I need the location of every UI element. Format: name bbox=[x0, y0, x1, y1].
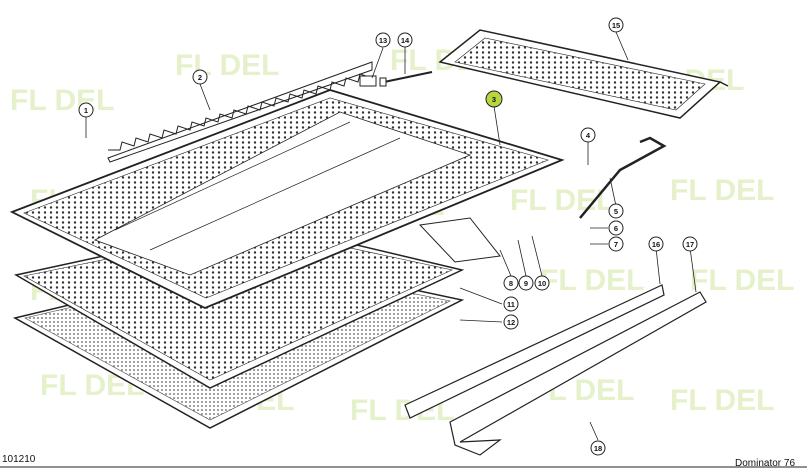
bracket-and-bolt bbox=[359, 71, 433, 87]
svg-text:1: 1 bbox=[84, 106, 88, 115]
callout-6: 6 bbox=[608, 220, 624, 236]
callout-15: 15 bbox=[608, 17, 624, 33]
side-rail-17 bbox=[449, 291, 707, 456]
callout-18: 18 bbox=[590, 440, 606, 456]
watermark: FL DEL bbox=[670, 384, 774, 417]
svg-text:6: 6 bbox=[614, 224, 618, 233]
diagram-code: 101210 bbox=[2, 454, 36, 465]
watermark: FL DEL bbox=[10, 84, 114, 117]
svg-text:15: 15 bbox=[612, 21, 620, 30]
svg-text:14: 14 bbox=[401, 36, 410, 45]
svg-text:9: 9 bbox=[524, 279, 528, 288]
svg-text:7: 7 bbox=[614, 240, 618, 249]
saw-blade-strip bbox=[107, 61, 373, 163]
svg-text:13: 13 bbox=[379, 36, 387, 45]
callout-9: 9 bbox=[518, 275, 534, 291]
svg-text:4: 4 bbox=[586, 131, 591, 140]
callout-12: 12 bbox=[503, 314, 519, 330]
callout-11: 11 bbox=[503, 296, 519, 312]
side-rail-16 bbox=[404, 284, 665, 419]
callout-2: 2 bbox=[192, 69, 208, 85]
callout-8: 8 bbox=[503, 275, 519, 291]
chaff-grate bbox=[438, 29, 729, 119]
callout-13: 13 bbox=[375, 32, 391, 48]
svg-text:3: 3 bbox=[492, 95, 496, 104]
callout-17: 17 bbox=[682, 236, 698, 252]
leader-lines bbox=[85, 31, 697, 441]
svg-text:2: 2 bbox=[198, 73, 202, 82]
watermark: FL DEL bbox=[690, 264, 794, 297]
watermark: FL DEL bbox=[670, 174, 774, 207]
svg-text:18: 18 bbox=[594, 444, 602, 453]
callout-4: 4 bbox=[580, 127, 596, 143]
callout-1: 1 bbox=[78, 102, 94, 118]
callout-5: 5 bbox=[608, 203, 624, 219]
callouts: 1 2 3 4 5 6 7 8 9 10 11 12 13 14 15 16 1… bbox=[78, 17, 698, 456]
svg-text:5: 5 bbox=[614, 207, 618, 216]
deflector-plate bbox=[418, 217, 501, 263]
callout-3: 3 bbox=[485, 90, 503, 108]
svg-text:10: 10 bbox=[538, 279, 546, 288]
callout-7: 7 bbox=[608, 236, 624, 252]
callout-14: 14 bbox=[397, 32, 413, 48]
callout-10: 10 bbox=[534, 275, 550, 291]
svg-text:16: 16 bbox=[652, 240, 660, 249]
rod bbox=[579, 136, 667, 219]
watermark: FL DEL bbox=[540, 264, 644, 297]
model-label: Dominator 76 bbox=[735, 458, 795, 469]
svg-text:11: 11 bbox=[507, 300, 515, 309]
watermark: FL DEL bbox=[510, 184, 614, 217]
callout-16: 16 bbox=[648, 236, 664, 252]
top-sieve bbox=[9, 89, 565, 309]
svg-text:8: 8 bbox=[509, 279, 513, 288]
svg-text:17: 17 bbox=[686, 240, 694, 249]
watermark: FL DEL bbox=[175, 49, 279, 82]
svg-text:12: 12 bbox=[507, 318, 515, 327]
